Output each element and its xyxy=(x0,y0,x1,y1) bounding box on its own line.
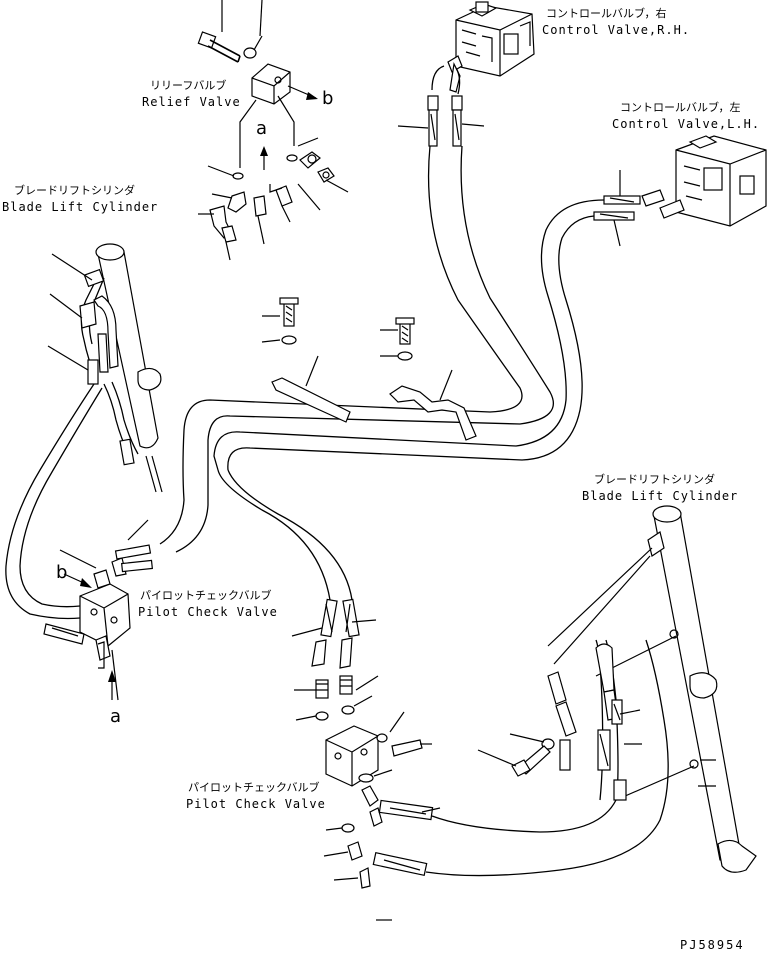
control-valve-rh-label-en: Control Valve,R.H. xyxy=(542,23,691,37)
detail-marker-b-left: b xyxy=(56,562,68,583)
drawing-number: PJ58954 xyxy=(680,938,745,952)
pilot-check-valve-center-label-jp: パイロットチェックバルブ xyxy=(188,781,320,794)
main-hoses xyxy=(159,145,605,601)
relief-valve-label-en: Relief Valve xyxy=(142,95,241,109)
pilot-check-valve-center xyxy=(291,598,441,921)
control-valve-lh xyxy=(593,135,767,247)
control-valve-rh xyxy=(397,1,535,147)
relief-valve-label-jp: リリーフバルブ xyxy=(150,79,227,92)
detail-marker-a-top: a xyxy=(256,118,268,139)
blade-lift-cylinder-left-label-jp: ブレードリフトシリンダ xyxy=(14,184,135,197)
blade-lift-cylinder-left xyxy=(5,243,163,620)
blade-lift-cylinder-left-label-en: Blade Lift Cylinder xyxy=(2,200,159,214)
hose-clamps xyxy=(261,297,477,441)
lower-hoses xyxy=(425,639,669,877)
blade-lift-cylinder-right xyxy=(477,505,757,873)
detail-marker-b-top: b xyxy=(322,88,334,109)
control-valve-lh-label-jp: コントロールバルブ，左 xyxy=(620,101,741,114)
control-valve-rh-label-jp: コントロールバルブ，右 xyxy=(546,7,667,20)
pilot-check-valve-left-label-jp: パイロットチェックバルブ xyxy=(140,589,272,602)
control-valve-lh-label-en: Control Valve,L.H. xyxy=(612,117,761,131)
blade-lift-cylinder-right-label-jp: ブレードリフトシリンダ xyxy=(594,473,715,486)
relief-valve-assembly xyxy=(197,0,349,261)
pilot-check-valve-left-label-en: Pilot Check Valve xyxy=(138,605,278,619)
pilot-check-valve-left xyxy=(43,519,153,701)
detail-marker-a-bottom: a xyxy=(110,706,122,727)
pilot-check-valve-center-label-en: Pilot Check Valve xyxy=(186,797,326,811)
blade-lift-cylinder-right-label-en: Blade Lift Cylinder xyxy=(582,489,739,503)
